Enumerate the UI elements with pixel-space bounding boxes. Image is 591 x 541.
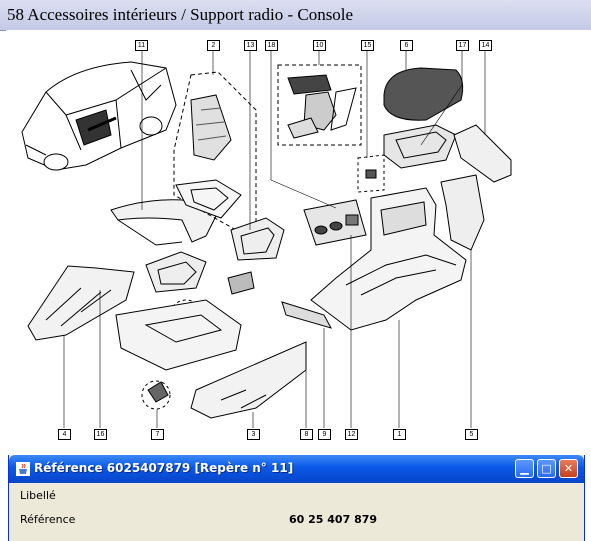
callout-16[interactable]: 16 (94, 429, 107, 440)
reference-label: Référence (20, 513, 76, 526)
libelle-label: Libellé (20, 489, 56, 502)
callout-18[interactable]: 18 (265, 40, 278, 51)
maximize-button[interactable]: □ (537, 459, 556, 478)
callout-13[interactable]: 13 (244, 40, 257, 51)
java-cup-icon (16, 462, 30, 476)
close-button[interactable]: ✕ (559, 459, 578, 478)
callout-15[interactable]: 15 (361, 40, 374, 51)
window-title: Référence 6025407879 [Repère n° 11] (34, 461, 294, 475)
reference-detail-window: Référence 6025407879 [Repère n° 11] ▁ □ … (8, 455, 585, 541)
vehicle-illustration (21, 61, 177, 171)
reference-value: 60 25 407 879 (289, 513, 378, 526)
window-body: Libellé Référence 60 25 407 879 (9, 483, 584, 541)
callout-17[interactable]: 17 (456, 40, 469, 51)
callout-12[interactable]: 12 (345, 429, 358, 440)
callout-5[interactable]: 5 (465, 429, 478, 440)
callout-10[interactable]: 10 (313, 40, 326, 51)
minimize-button[interactable]: ▁ (515, 459, 534, 478)
callout-8[interactable]: 8 (300, 429, 313, 440)
callout-1[interactable]: 1 (393, 429, 406, 440)
app-title-bar: 58 Accessoires intérieurs / Support radi… (0, 0, 591, 31)
callout-14[interactable]: 14 (479, 40, 492, 51)
exploded-parts-diagram: 11 2 13 18 10 15 6 17 14 4 16 7 3 8 9 12… (6, 30, 591, 450)
callout-6[interactable]: 6 (400, 40, 413, 51)
callout-4[interactable]: 4 (58, 429, 71, 440)
callout-11[interactable]: 11 (135, 40, 148, 51)
page-title: 58 Accessoires intérieurs / Support radi… (7, 5, 354, 24)
callout-9[interactable]: 9 (318, 429, 331, 440)
callout-3[interactable]: 3 (247, 429, 260, 440)
parts-drawing (21, 48, 512, 428)
callout-7[interactable]: 7 (151, 429, 164, 440)
window-title-bar[interactable]: Référence 6025407879 [Repère n° 11] ▁ □ … (9, 455, 584, 483)
callout-2[interactable]: 2 (207, 40, 220, 51)
